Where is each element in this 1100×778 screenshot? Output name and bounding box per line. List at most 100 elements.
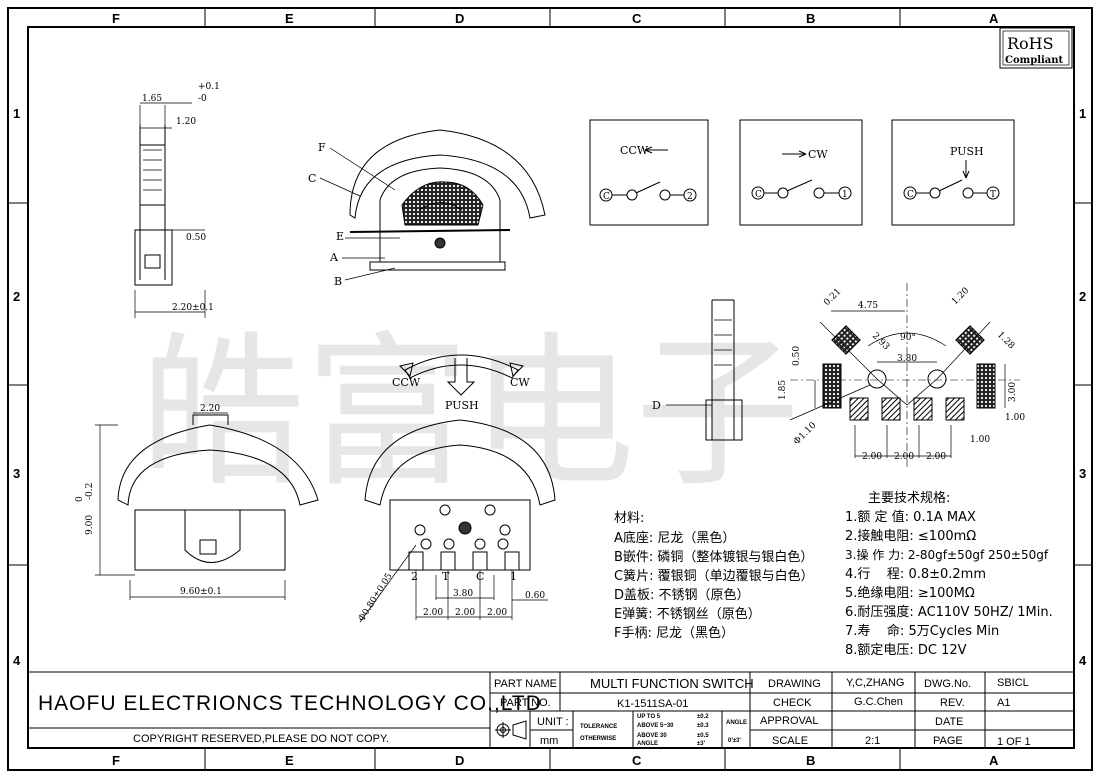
row-label: 1: [13, 106, 20, 121]
terminal-label: C: [603, 192, 610, 202]
column-label: C: [632, 753, 642, 768]
ccw-label: CCW: [392, 376, 421, 389]
date-label: DATE: [935, 716, 964, 728]
part-label: B: [334, 275, 342, 288]
circuit-label: CW: [808, 148, 828, 161]
pin-label: 2: [411, 570, 418, 583]
dim-label: 0.50: [792, 346, 802, 366]
material-item: B嵌件: 磷铜（整体镀银与银白色）: [614, 549, 813, 565]
circuit-label: PUSH: [950, 145, 984, 158]
dim-label: 0.60: [525, 591, 545, 601]
row-label: 4: [13, 653, 21, 668]
pin-label: T: [442, 570, 450, 583]
unit-label: UNIT :: [537, 716, 569, 728]
drawing-label: DRAWING: [768, 678, 821, 690]
check-value: G.C.Chen: [854, 696, 903, 708]
dim-label: 3.80: [453, 589, 473, 599]
materials-title: 材料:: [614, 511, 644, 526]
watermark-text: 皓富电子: [140, 317, 800, 509]
dim-label: 2.00: [926, 452, 946, 462]
dim-label: 2.20±0.1: [172, 303, 214, 313]
material-item: D盖板: 不锈钢（原色）: [614, 587, 750, 603]
dim-label: 1.00: [970, 435, 990, 445]
rohs-subtitle: Compliant: [1005, 55, 1064, 66]
row-label: 4: [1079, 653, 1087, 668]
terminal-label: T: [990, 190, 996, 200]
dim-label: 2.20: [200, 404, 220, 414]
side-profile-view: D: [652, 299, 743, 441]
tol-value: ±3': [697, 741, 706, 747]
dim-label: 2.00: [862, 452, 882, 462]
tol-range: UP TO 5: [637, 714, 661, 720]
column-label: D: [455, 11, 464, 26]
dim-label: -0: [198, 94, 207, 104]
row-labels: 1 2 3 4 1 2 3 4: [13, 106, 1087, 668]
scale-value: 2:1: [865, 735, 880, 747]
row-label: 2: [1079, 289, 1086, 304]
circuit-ccw: CCW C 2: [589, 119, 709, 226]
column-label: C: [632, 11, 642, 26]
dim-label: -0.2: [85, 483, 95, 500]
dim-label: 1.85: [778, 380, 788, 400]
circuit-push: PUSH C T: [891, 119, 1015, 226]
specs-title: 主要技术规格:: [868, 490, 950, 506]
dim-label: 1.28: [995, 330, 1016, 351]
dim-label: 2.00: [423, 608, 443, 618]
column-label: E: [285, 11, 294, 26]
terminal-label: C: [907, 190, 914, 200]
dim-label: 3.80: [897, 354, 917, 364]
part-no-label: PART NO.: [500, 697, 551, 709]
part-name-value: MULTI FUNCTION SWITCH: [590, 676, 754, 691]
angle-value: 0'±3': [728, 738, 741, 744]
row-label: 3: [13, 466, 20, 481]
page-label: PAGE: [933, 735, 963, 747]
row-label: 1: [1079, 106, 1086, 121]
circuit-cw: CW C 1: [739, 119, 863, 226]
rev-label: REV.: [940, 697, 965, 709]
tol-range: ABOVE 30: [637, 733, 667, 739]
material-item: C簧片: 覆银铜（单边覆银与白色）: [614, 568, 814, 584]
material-item: A底座: 尼龙（黑色）: [614, 530, 735, 546]
column-label: F: [112, 11, 120, 26]
terminal-label: C: [755, 190, 762, 200]
dwg-value: SBICL: [997, 677, 1029, 689]
column-label: D: [455, 753, 464, 768]
side-view: 1.65 +0.1 -0 1.20 0.50 2.20±0.1: [134, 82, 220, 318]
spec-item: 4.行 程: 0.8±0.2mm: [845, 567, 986, 582]
dim-label: 9.60±0.1: [180, 587, 222, 597]
column-label: A: [989, 11, 999, 26]
column-label: A: [989, 753, 999, 768]
spec-item: 6.耐压强度: AC110V 50HZ/ 1Min.: [845, 604, 1053, 620]
spec-item: 3.操 作 力: 2-80gf±50gf 250±50gf: [845, 547, 1049, 562]
part-no-value: K1-1511SA-01: [617, 698, 688, 710]
cw-label: CW: [510, 376, 530, 389]
row-label: 3: [1079, 466, 1086, 481]
terminal-label: 2: [687, 192, 693, 202]
check-label: CHECK: [773, 697, 812, 709]
operation-diagram: CCW PUSH CW: [392, 354, 530, 412]
column-labels-top: F E D C B A: [112, 11, 999, 26]
pcb-footprint: 0.21 4.75 2.93 1.20 1.28 90° 3.80 0.50 1…: [778, 283, 1025, 470]
dim-label: 1.20: [950, 286, 971, 307]
scale-label: SCALE: [772, 735, 808, 747]
dim-label: 9.00: [85, 515, 95, 535]
dim-label: 0.50: [186, 233, 206, 243]
dim-label: 1.00: [1005, 413, 1025, 423]
rohs-badge: RoHS Compliant: [999, 27, 1073, 69]
title-block: HAOFU ELECTRIONCS TECHNOLOGY CO.,LTD COP…: [28, 671, 1074, 748]
dim-label: 1.65: [142, 94, 162, 104]
materials-list: 材料: A底座: 尼龙（黑色） B嵌件: 磷铜（整体镀银与银白色） C簧片: 覆…: [614, 511, 814, 641]
tol-value: ±0.3: [697, 723, 709, 729]
tol-range: ABOVE 5~30: [637, 723, 674, 729]
part-label: C: [308, 172, 316, 185]
tol-value: ±0.2: [697, 714, 709, 720]
dim-label: 0: [75, 496, 85, 502]
dim-label: 2.00: [894, 452, 914, 462]
dim-label: Φ0.80±0.05: [357, 571, 395, 623]
part-label: E: [336, 230, 344, 243]
angle-label: ANGLE: [726, 720, 747, 726]
tolerance-label: TOLERANCE: [580, 724, 617, 730]
dim-label: 2.93: [870, 331, 891, 352]
projection-symbol-icon: [495, 720, 527, 740]
